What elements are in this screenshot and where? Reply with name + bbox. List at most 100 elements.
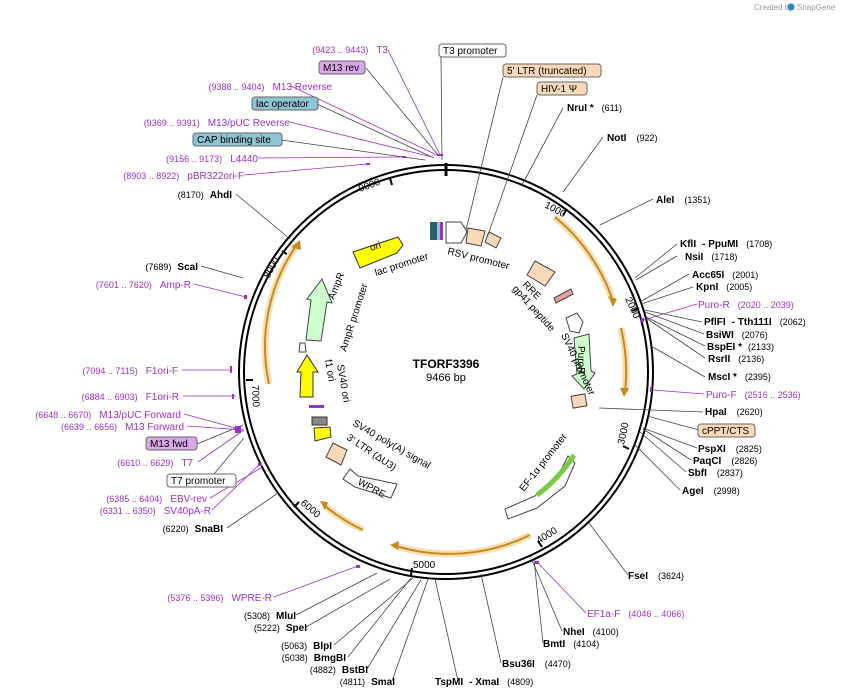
primer-t3-range: (9423 .. 9443) — [312, 45, 368, 55]
site-bsu36i-pos: (4470) — [545, 659, 571, 669]
site-bmti-pos: (4104) — [573, 639, 599, 649]
primer-pbr322-range: (8903 .. 8922) — [123, 171, 179, 181]
primer-marker-f1orir — [232, 394, 234, 399]
f1-ori-arrow — [296, 354, 319, 398]
orf-arc-1 — [552, 214, 616, 300]
site-fsei-pos: (3624) — [658, 571, 684, 581]
orf-arc-4-arrow — [320, 501, 328, 510]
svg-text:(8903 .. 8922)pBR322ori-F: (8903 .. 8922)pBR322ori-F — [123, 171, 244, 182]
primer-t7-name: T7 — [181, 458, 193, 469]
site-nhei-name: NheI — [563, 627, 585, 638]
primer-f1orir-name: F1ori-R — [146, 392, 179, 403]
site-nsii-name: NsiI — [685, 252, 704, 263]
orf-arc-3-line — [395, 534, 531, 555]
m13-rev-box — [318, 60, 366, 75]
site-alei-pos: (1351) — [684, 195, 710, 205]
site-tspmi-name: TspMI — [435, 677, 463, 688]
site-ahdi-name: AhdI — [210, 190, 232, 201]
lac-operator-marker — [437, 222, 440, 240]
site-fsei-name: FseI — [628, 571, 648, 582]
orf-arc-3-arrow — [390, 541, 399, 550]
cppt-cts-box — [697, 423, 756, 438]
cap-binding-site-box — [192, 132, 283, 147]
sv40-ori-marker — [311, 416, 328, 426]
site-bmti-name: BmtI — [543, 639, 565, 650]
svg-text:PflFI- Tth111I(2062): PflFI- Tth111I(2062) — [704, 317, 806, 328]
site-nhei-pos: (4100) — [593, 627, 619, 637]
site-kpni-pos: (2005) — [726, 282, 752, 292]
ltr5-label: 5' LTR (truncated) — [507, 66, 587, 77]
site-sbfi-pos: (2837) — [717, 468, 743, 478]
ori-arrow — [352, 236, 404, 269]
site-paqci-name: PaqCI — [693, 456, 722, 467]
leader-lines — [182, 49, 706, 682]
primer-marker-ampr — [244, 295, 247, 299]
svg-text:(5063)BlpI: (5063)BlpI — [281, 641, 332, 652]
site-spei-pos: (5222) — [254, 623, 280, 633]
svg-text:KpnI(2005): KpnI(2005) — [696, 282, 752, 293]
site-snabi-name: SnaBI — [195, 524, 224, 535]
svg-text:(6385 .. 6404)EBV-rev: (6385 .. 6404)EBV-rev — [106, 494, 207, 505]
primer-ebvrev-range: (6385 .. 6404) — [106, 494, 162, 504]
cap-site-marker — [430, 222, 437, 240]
primer-m13puc-reverse-range: (9369 .. 9391) — [144, 118, 200, 128]
primer-marker-purof — [650, 387, 652, 392]
svg-text:(6220)SnaBI: (6220)SnaBI — [163, 524, 224, 535]
tick-label-6000: 6000 — [298, 498, 322, 521]
site-mlui-pos: (5308) — [244, 611, 270, 621]
tick-6000 — [293, 501, 300, 508]
site-bsiwi-pos: (2076) — [742, 330, 768, 340]
primer-t7-range: (6610 .. 6629) — [117, 458, 173, 468]
svg-text:(4882)BstBI: (4882)BstBI — [310, 665, 368, 676]
tick-label-5000: 5000 — [413, 560, 436, 571]
orf-arc-2-arrow — [620, 388, 629, 397]
site-alei-name: AleI — [656, 195, 675, 206]
site-sbfi-name: SbfI — [688, 468, 707, 479]
primer-m13puc-forward-name: M13/pUC Forward — [99, 410, 181, 421]
ltr3-box — [325, 442, 348, 466]
sv40-promoter-arrow — [565, 312, 584, 334]
site-bmgbi-name: BmgBI — [314, 653, 346, 664]
svg-text:AgeI(2998): AgeI(2998) — [682, 486, 740, 497]
primer-m13reverse-range: (9388 .. 9404) — [208, 82, 264, 92]
site-rsrii-name: RsrII — [708, 354, 730, 365]
rsv-promoter-label: RSV promoter — [446, 246, 511, 272]
primer-marker-t3 — [437, 154, 443, 156]
site-bspei-name: BspEI * — [707, 342, 742, 353]
site-rsrii-pos: (2136) — [738, 354, 764, 364]
site-bsu36i-name: Bsu36I — [502, 659, 535, 670]
tick-4000 — [537, 540, 543, 548]
svg-text:EF1a-F(4046 .. 4066): EF1a-F(4046 .. 4066) — [587, 609, 684, 620]
hiv-psi-label: HIV-1 Ψ — [541, 84, 577, 95]
svg-text:(7689)ScaI: (7689)ScaI — [145, 262, 198, 273]
tick-3000 — [622, 445, 630, 450]
site-smai-pos: (4811) — [340, 677, 365, 687]
primer-purof-range: (2516 .. 2536) — [745, 390, 801, 400]
m13rev-marker — [440, 222, 443, 240]
primer-f1orir-range: (6884 .. 6903) — [82, 392, 138, 402]
tick-5000 — [410, 567, 413, 576]
created-by-text: Created by — [754, 3, 793, 12]
site-kfli-pos: (1708) — [746, 239, 772, 249]
svg-text:NotI(922): NotI(922) — [607, 133, 657, 144]
tick-label-3000: 3000 — [616, 421, 631, 445]
orf-arcs — [261, 214, 630, 558]
rsv-promoter-arrow — [445, 221, 468, 244]
site-scai-pos: (7689) — [145, 262, 171, 272]
ltr5-box — [465, 227, 486, 247]
primer-purof-name: Puro-F — [706, 390, 737, 401]
m13-rev-label: M13 rev — [323, 63, 359, 74]
svg-text:(9423 .. 9443)T3: (9423 .. 9443)T3 — [312, 45, 388, 56]
primer-l4440-name: L4440 — [230, 154, 258, 165]
tick-marks — [246, 177, 640, 576]
svg-text:Bsu36I(4470): Bsu36I (4470) — [502, 659, 571, 670]
tick-9000 — [389, 177, 393, 186]
orf-arc-1-arrow — [608, 296, 617, 307]
puror-label: PuroR — [575, 346, 586, 374]
site-mlui-name: MluI — [276, 611, 296, 622]
site-nrui-pos: (611) — [602, 103, 622, 113]
primer-f1orif-range: (7094 .. 7115) — [82, 366, 137, 376]
ampr-promoter-label: AmpR promoter — [338, 282, 370, 353]
tick-label-4000: 4000 — [535, 525, 560, 546]
